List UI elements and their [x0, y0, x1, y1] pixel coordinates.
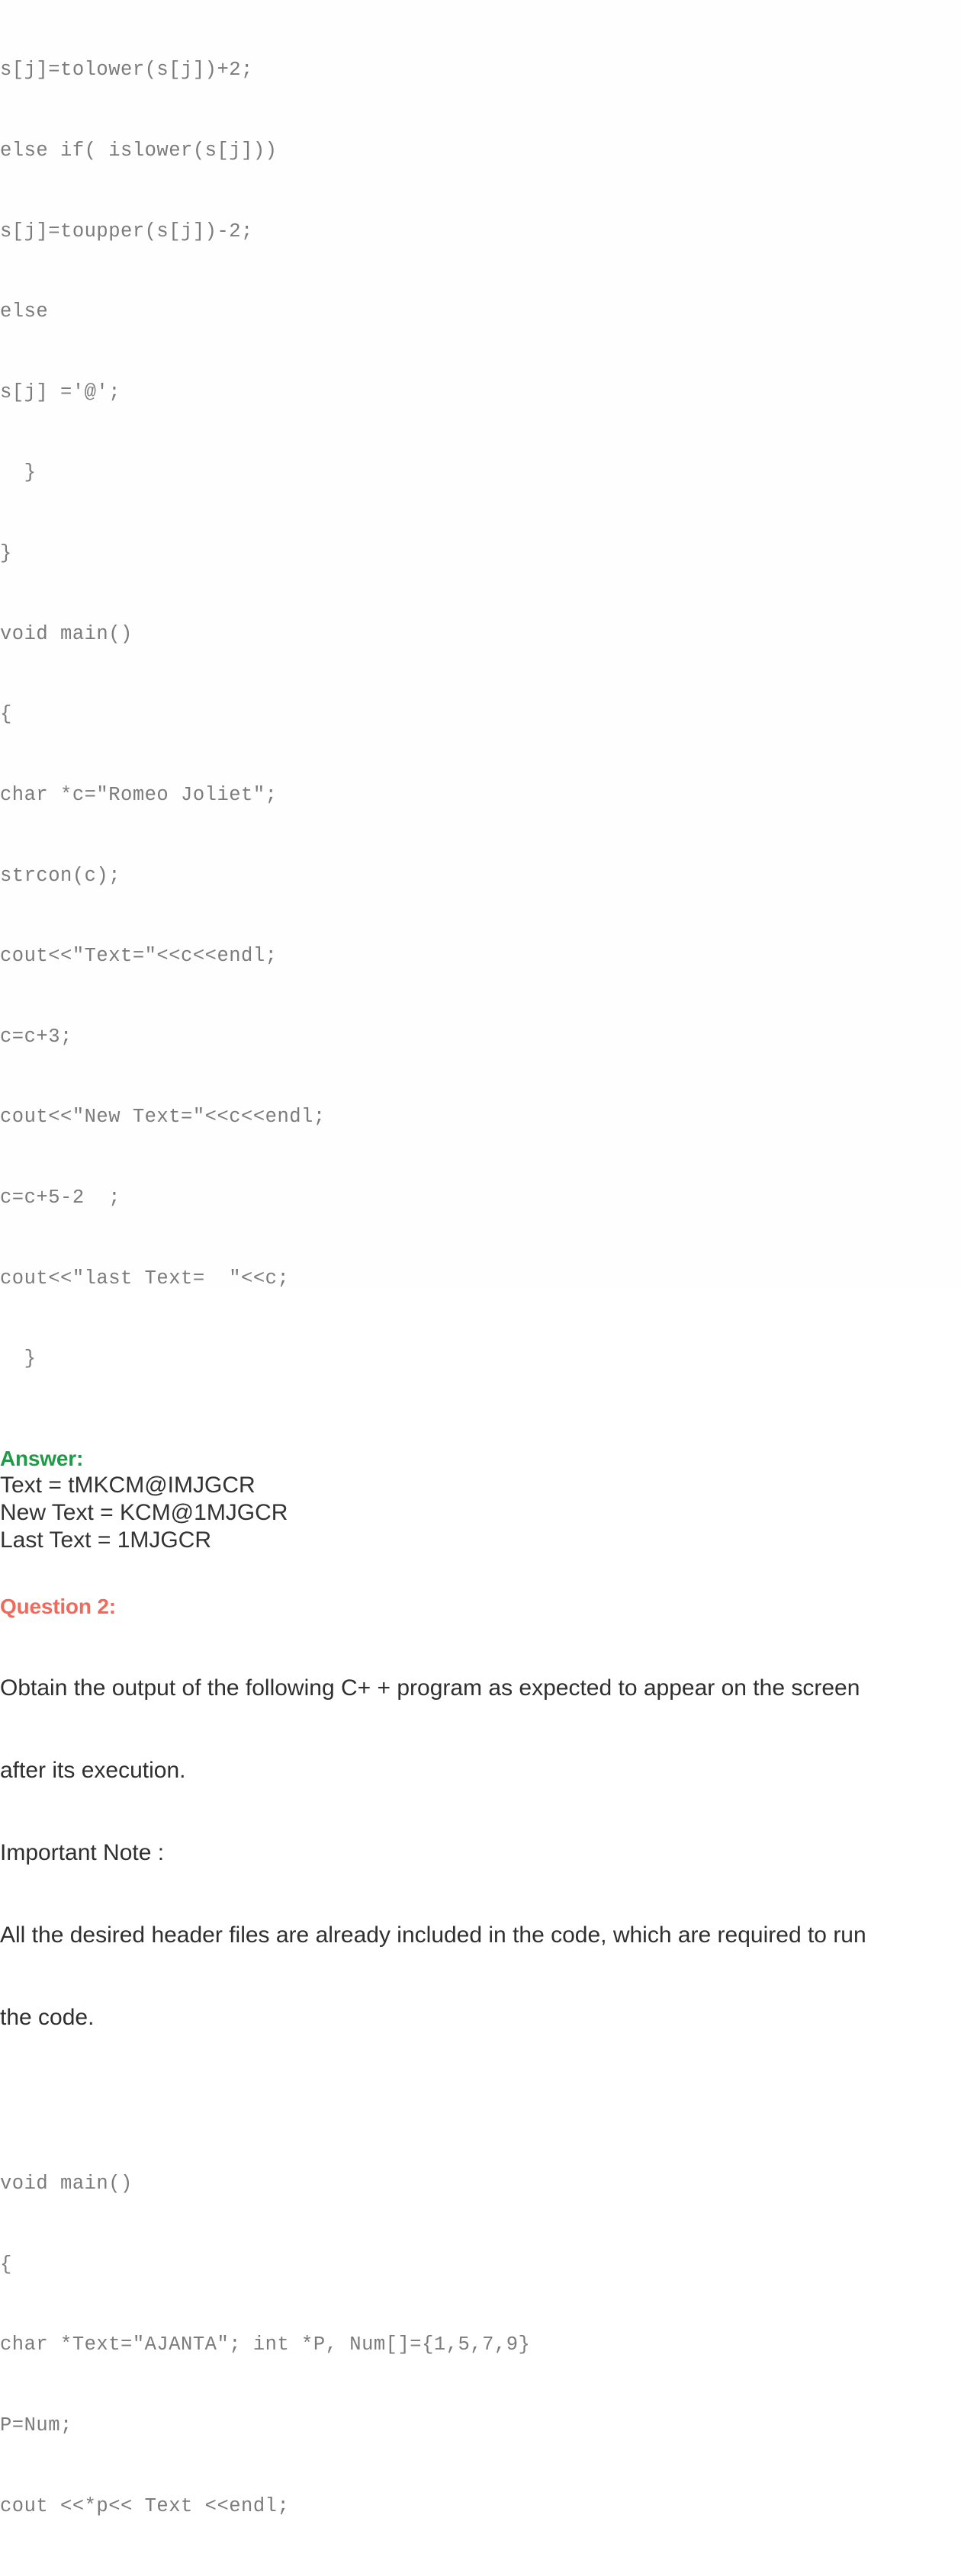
code-line: } — [0, 1347, 37, 1370]
code-line: } — [0, 461, 37, 484]
prose-line: after its execution. — [0, 1757, 186, 1783]
spacer — [0, 2086, 961, 2117]
code-line: char *Text="AJANTA"; int *P, Num[]={1,5,… — [0, 2333, 531, 2356]
code-line: Text++; — [0, 2573, 961, 2576]
code-line: strcon(c); — [0, 864, 121, 887]
code-line: { — [0, 703, 12, 726]
code-line: s[j] ='@'; — [0, 381, 121, 403]
question2-code-block: void main() { char *Text="AJANTA"; int *… — [0, 2117, 961, 2576]
answer-1-body: Text = tMKCM@IMJGCR New Text = KCM@1MJGC… — [0, 1472, 961, 1554]
code-line: cout<<"New Text="<<c<<endl; — [0, 1106, 326, 1129]
code-line: { — [0, 2253, 12, 2276]
prose-line: All the desired header files are already… — [0, 1922, 866, 1948]
code-line: else if( islower(s[j])) — [0, 140, 278, 162]
code-line: void main() — [0, 2173, 133, 2195]
code-line: char *c="Romeo Joliet"; — [0, 783, 278, 806]
code-line: cout <<*p<< Text <<endl; — [0, 2494, 290, 2517]
prose-line: Obtain the output of the following C+ + … — [0, 1675, 860, 1701]
code-line: c=c+3; — [0, 1025, 72, 1048]
question1-code-block: s[j]=tolower(s[j])+2; else if( islower(s… — [0, 3, 961, 1426]
code-line: s[j]=toupper(s[j])-2; — [0, 220, 253, 243]
code-line: cout<<"Text="<<c<<endl; — [0, 945, 278, 968]
answer-line: Text = tMKCM@IMJGCR — [0, 1472, 256, 1498]
prose-line: Important Note : — [0, 1839, 165, 1865]
code-line: P=Num; — [0, 2414, 72, 2436]
spacer — [0, 1554, 961, 1594]
code-line: else — [0, 300, 49, 323]
answer-line: Last Text = 1MJGCR — [0, 1527, 212, 1553]
prose-line: the code. — [0, 2004, 95, 2030]
code-line: c=c+5-2 ; — [0, 1186, 121, 1209]
answer-1-heading: Answer: — [0, 1446, 84, 1470]
question-2-prose: Obtain the output of the following C+ + … — [0, 1620, 961, 2086]
question-2-heading: Question 2: — [0, 1594, 116, 1618]
code-line: cout<<"last Text= "<<c; — [0, 1267, 290, 1290]
answer-line: New Text = KCM@1MJGCR — [0, 1499, 288, 1525]
code-line: } — [0, 542, 12, 565]
document-page: s[j]=tolower(s[j])+2; else if( islower(s… — [0, 59, 866, 2576]
code-line: void main() — [0, 622, 133, 645]
spacer — [0, 1426, 961, 1446]
code-line: s[j]=tolower(s[j])+2; — [0, 59, 253, 82]
